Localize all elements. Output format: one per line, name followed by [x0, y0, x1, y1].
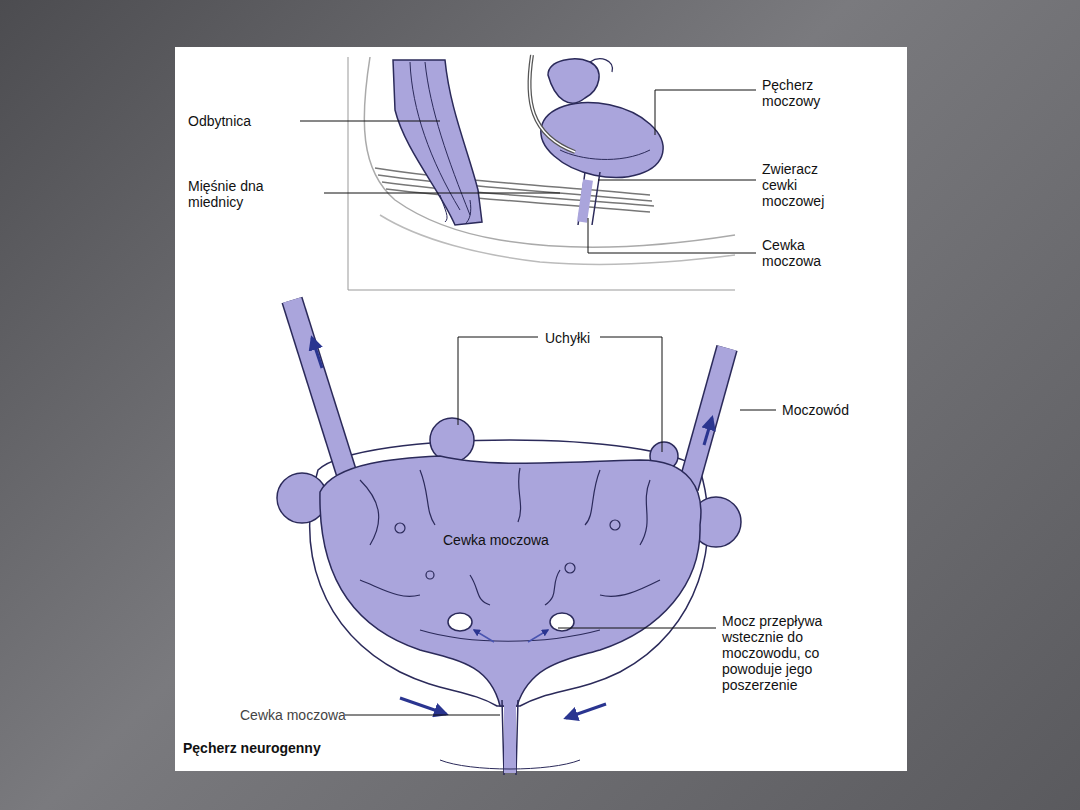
- neurogenic-bladder: [277, 300, 741, 775]
- anatomy-label: Cewka moczowa: [762, 237, 832, 269]
- anatomy-label: Cewka moczowa: [240, 707, 346, 723]
- anatomy-label: Cewka moczowa: [440, 532, 552, 548]
- anatomy-label: Odbytnica: [188, 113, 251, 129]
- anatomy-label: Pęcherz moczowy: [762, 77, 832, 109]
- leader-lines: [300, 90, 776, 715]
- anatomy-label: Mięśnie dna miednicy: [188, 178, 288, 210]
- figure-caption: Pęcherz neurogenny: [183, 740, 321, 756]
- anatomy-label: Moczowód: [782, 402, 849, 418]
- anatomy-label: Uchyłki: [545, 330, 590, 346]
- anatomy-label: Zwieracz cewki moczowej: [762, 161, 840, 209]
- callout-note: Mocz przepływa wstecznie do moczowodu, c…: [722, 613, 840, 693]
